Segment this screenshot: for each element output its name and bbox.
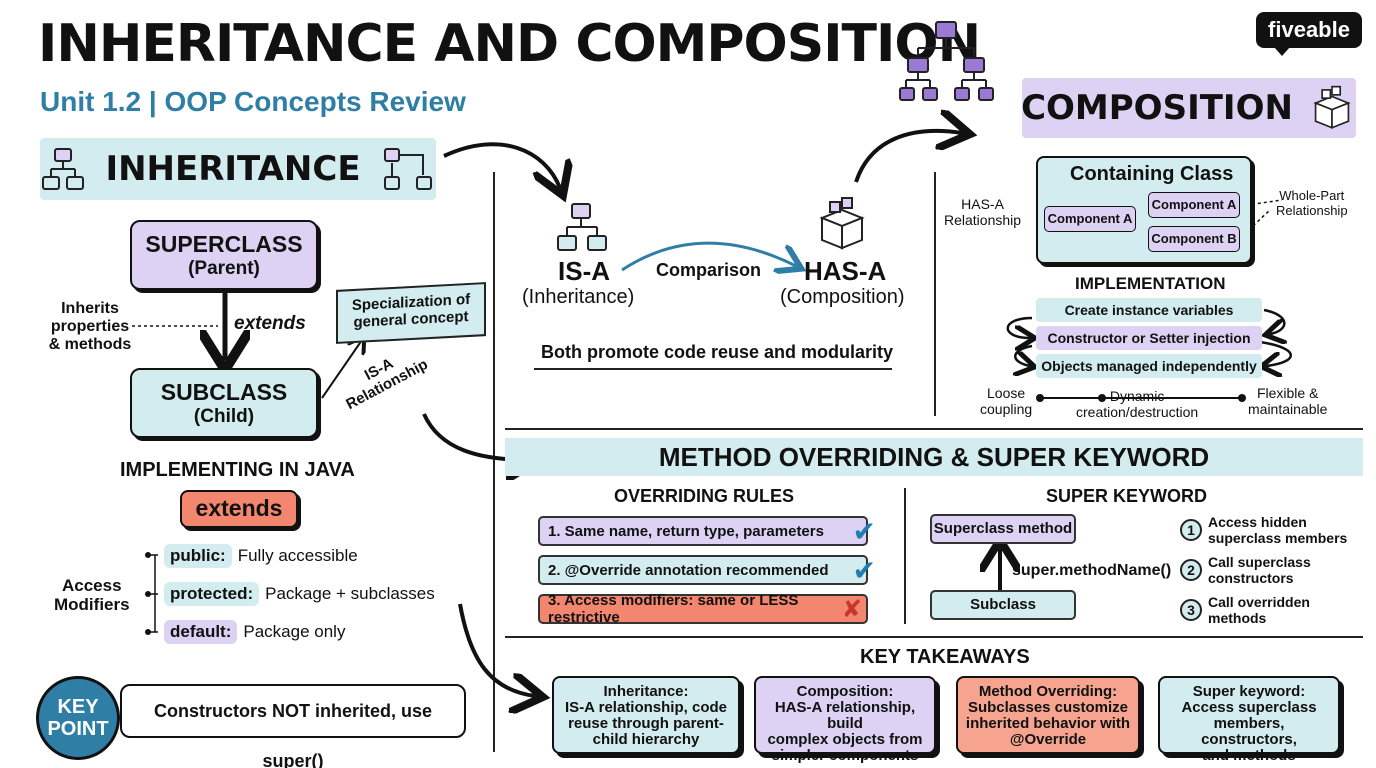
check-icon: ✔: [852, 515, 876, 547]
extends-label: extends: [234, 313, 306, 334]
benefit-dynamic: Dynamic creation/destruction: [1076, 388, 1199, 420]
takeaway-text: IS-A relationship, code reuse through pa…: [565, 699, 727, 748]
rule-2: 2. @Override annotation recommended ✔: [538, 555, 876, 586]
step-number: 3: [1180, 599, 1202, 621]
divider-right: [934, 172, 936, 416]
composition-heading: COMPOSITION: [1021, 88, 1293, 128]
component-a: Component A: [1148, 192, 1240, 218]
check-icon: ✔: [852, 554, 876, 586]
takeaway-super: Super keyword: Access superclass members…: [1158, 676, 1340, 764]
takeaway-composition: Composition: HAS-A relationship, build c…: [754, 676, 936, 764]
key-point-text: Constructors NOT inherited, use super(): [120, 684, 466, 768]
superclass-box: SUPERCLASS (Parent): [130, 220, 318, 290]
page-title: INHERITANCE AND COMPOSITION: [38, 14, 981, 74]
package-icon: [812, 196, 872, 252]
both-underline: [534, 368, 892, 370]
hasa-relationship-label: HAS-A Relationship: [944, 196, 1022, 228]
impl-item-3: Objects managed independently: [1036, 354, 1262, 378]
takeaway-title: Inheritance:: [603, 683, 689, 700]
superclass-method-box: Superclass method: [930, 514, 1076, 544]
takeaway-title: Method Overriding:: [978, 683, 1118, 700]
hasa-title: HAS-A: [804, 256, 887, 286]
both-promote-text: Both promote code reuse and modularity: [541, 342, 894, 362]
composition-banner: COMPOSITION: [1021, 78, 1357, 138]
modifier-protected: protected: Package + subclasses: [164, 582, 435, 606]
inheritance-banner: INHERITANCE: [40, 138, 436, 200]
takeaway-inheritance: Inheritance: IS-A relationship, code reu…: [552, 676, 740, 754]
rule-3-text: 3. Access modifiers: same or LESS restri…: [548, 592, 799, 626]
rule-2-text: 2. @Override annotation recommended: [548, 561, 829, 579]
implementation-heading: IMPLEMENTATION: [1075, 274, 1226, 293]
hierarchy-icon: [554, 202, 610, 252]
impl-item-1: Create instance variables: [1036, 298, 1262, 322]
super-use-text: Call overridden methods: [1208, 594, 1310, 626]
super-use-3: 3 Call overridden methods: [1180, 594, 1310, 626]
key-point-badge: KEY POINT: [36, 676, 120, 760]
superclass-sub: (Parent): [188, 257, 260, 279]
super-use-1: 1 Access hidden superclass members: [1180, 514, 1347, 546]
takeaway-title: Composition:: [796, 683, 894, 700]
overriding-heading: METHOD OVERRIDING & SUPER KEYWORD: [658, 441, 1210, 472]
takeaways-heading: KEY TAKEAWAYS: [860, 646, 1030, 668]
hierarchy-icon: [41, 147, 85, 191]
takeaway-text: Access superclass members, constructors,…: [1181, 699, 1317, 764]
subclass-box: SUBCLASS (Child): [130, 368, 318, 438]
rule-1-text: 1. Same name, return type, parameters: [548, 522, 824, 540]
takeaway-text: HAS-A relationship, build complex object…: [767, 699, 923, 764]
extends-keyword-badge: extends: [180, 490, 298, 528]
page-subtitle: Unit 1.2 | OOP Concepts Review: [40, 86, 466, 117]
modifier-desc: Fully accessible: [237, 546, 358, 565]
modifier-public: public: Fully accessible: [164, 544, 358, 568]
rules-heading: OVERRIDING RULES: [614, 486, 795, 506]
impl-item-2: Constructor or Setter injection: [1036, 326, 1262, 350]
modifier-desc: Package only: [243, 622, 346, 641]
modifier-keyword: default:: [164, 620, 238, 644]
modifier-keyword: public:: [164, 544, 232, 568]
package-icon: [1307, 85, 1357, 131]
isa-title: IS-A: [558, 256, 610, 286]
fiveable-logo: fiveable: [1256, 12, 1362, 56]
super-heading: SUPER KEYWORD: [1046, 486, 1208, 506]
super-use-text: Access hidden superclass members: [1208, 514, 1348, 546]
isa-subtitle: (Inheritance): [522, 286, 635, 308]
rule-3: 3. Access modifiers: same or LESS restri…: [538, 592, 868, 626]
modifier-keyword: protected:: [164, 582, 260, 606]
takeaway-overriding: Method Overriding: Subclasses customize …: [956, 676, 1140, 754]
access-modifiers-label: Access Modifiers: [54, 576, 130, 614]
step-number: 2: [1180, 559, 1202, 581]
subclass-method-box: Subclass: [930, 590, 1076, 620]
modifier-default: default: Package only: [164, 620, 345, 644]
component-a-left: Component A: [1044, 206, 1136, 232]
takeaway-text: Subclasses customize inherited behavior …: [965, 699, 1131, 748]
divider-bottom: [505, 636, 1363, 638]
component-b: Component B: [1148, 226, 1240, 252]
subclass-name: SUBCLASS: [160, 378, 288, 405]
super-use-2: 2 Call superclass constructors: [1180, 554, 1311, 586]
containing-class-title: Containing Class: [1070, 163, 1234, 185]
divider-left: [493, 172, 495, 752]
inherits-label: Inherits properties & methods: [48, 300, 132, 353]
wholepart-label: Whole-Part Relationship: [1276, 188, 1348, 218]
super-call-label: super.methodName(): [1012, 562, 1172, 579]
takeaway-title: Super keyword:: [1192, 683, 1306, 700]
inheritance-heading: INHERITANCE: [105, 149, 361, 189]
subclass-sub: (Child): [193, 405, 255, 427]
divider-overriding: [904, 488, 906, 624]
class-diagram-icon: [383, 147, 435, 191]
benefit-flexible: Flexible & maintainable: [1248, 385, 1328, 417]
specialization-flag: Specialization of general concept: [336, 282, 486, 344]
superclass-name: SUPERCLASS: [145, 230, 303, 257]
rule-1: 1. Same name, return type, parameters ✔: [538, 516, 876, 547]
hasa-subtitle: (Composition): [780, 286, 905, 308]
benefit-loose-coupling: Loose coupling: [980, 385, 1033, 417]
overriding-banner: METHOD OVERRIDING & SUPER KEYWORD: [505, 438, 1363, 476]
divider-mid: [505, 428, 1363, 430]
comparison-label: Comparison: [656, 260, 762, 280]
cross-icon: ✘: [841, 595, 862, 623]
step-number: 1: [1180, 519, 1202, 541]
java-heading: IMPLEMENTING IN JAVA: [120, 459, 355, 481]
super-use-text: Call superclass constructors: [1208, 554, 1311, 586]
hierarchy-icon: [898, 18, 994, 102]
modifier-desc: Package + subclasses: [265, 584, 435, 603]
